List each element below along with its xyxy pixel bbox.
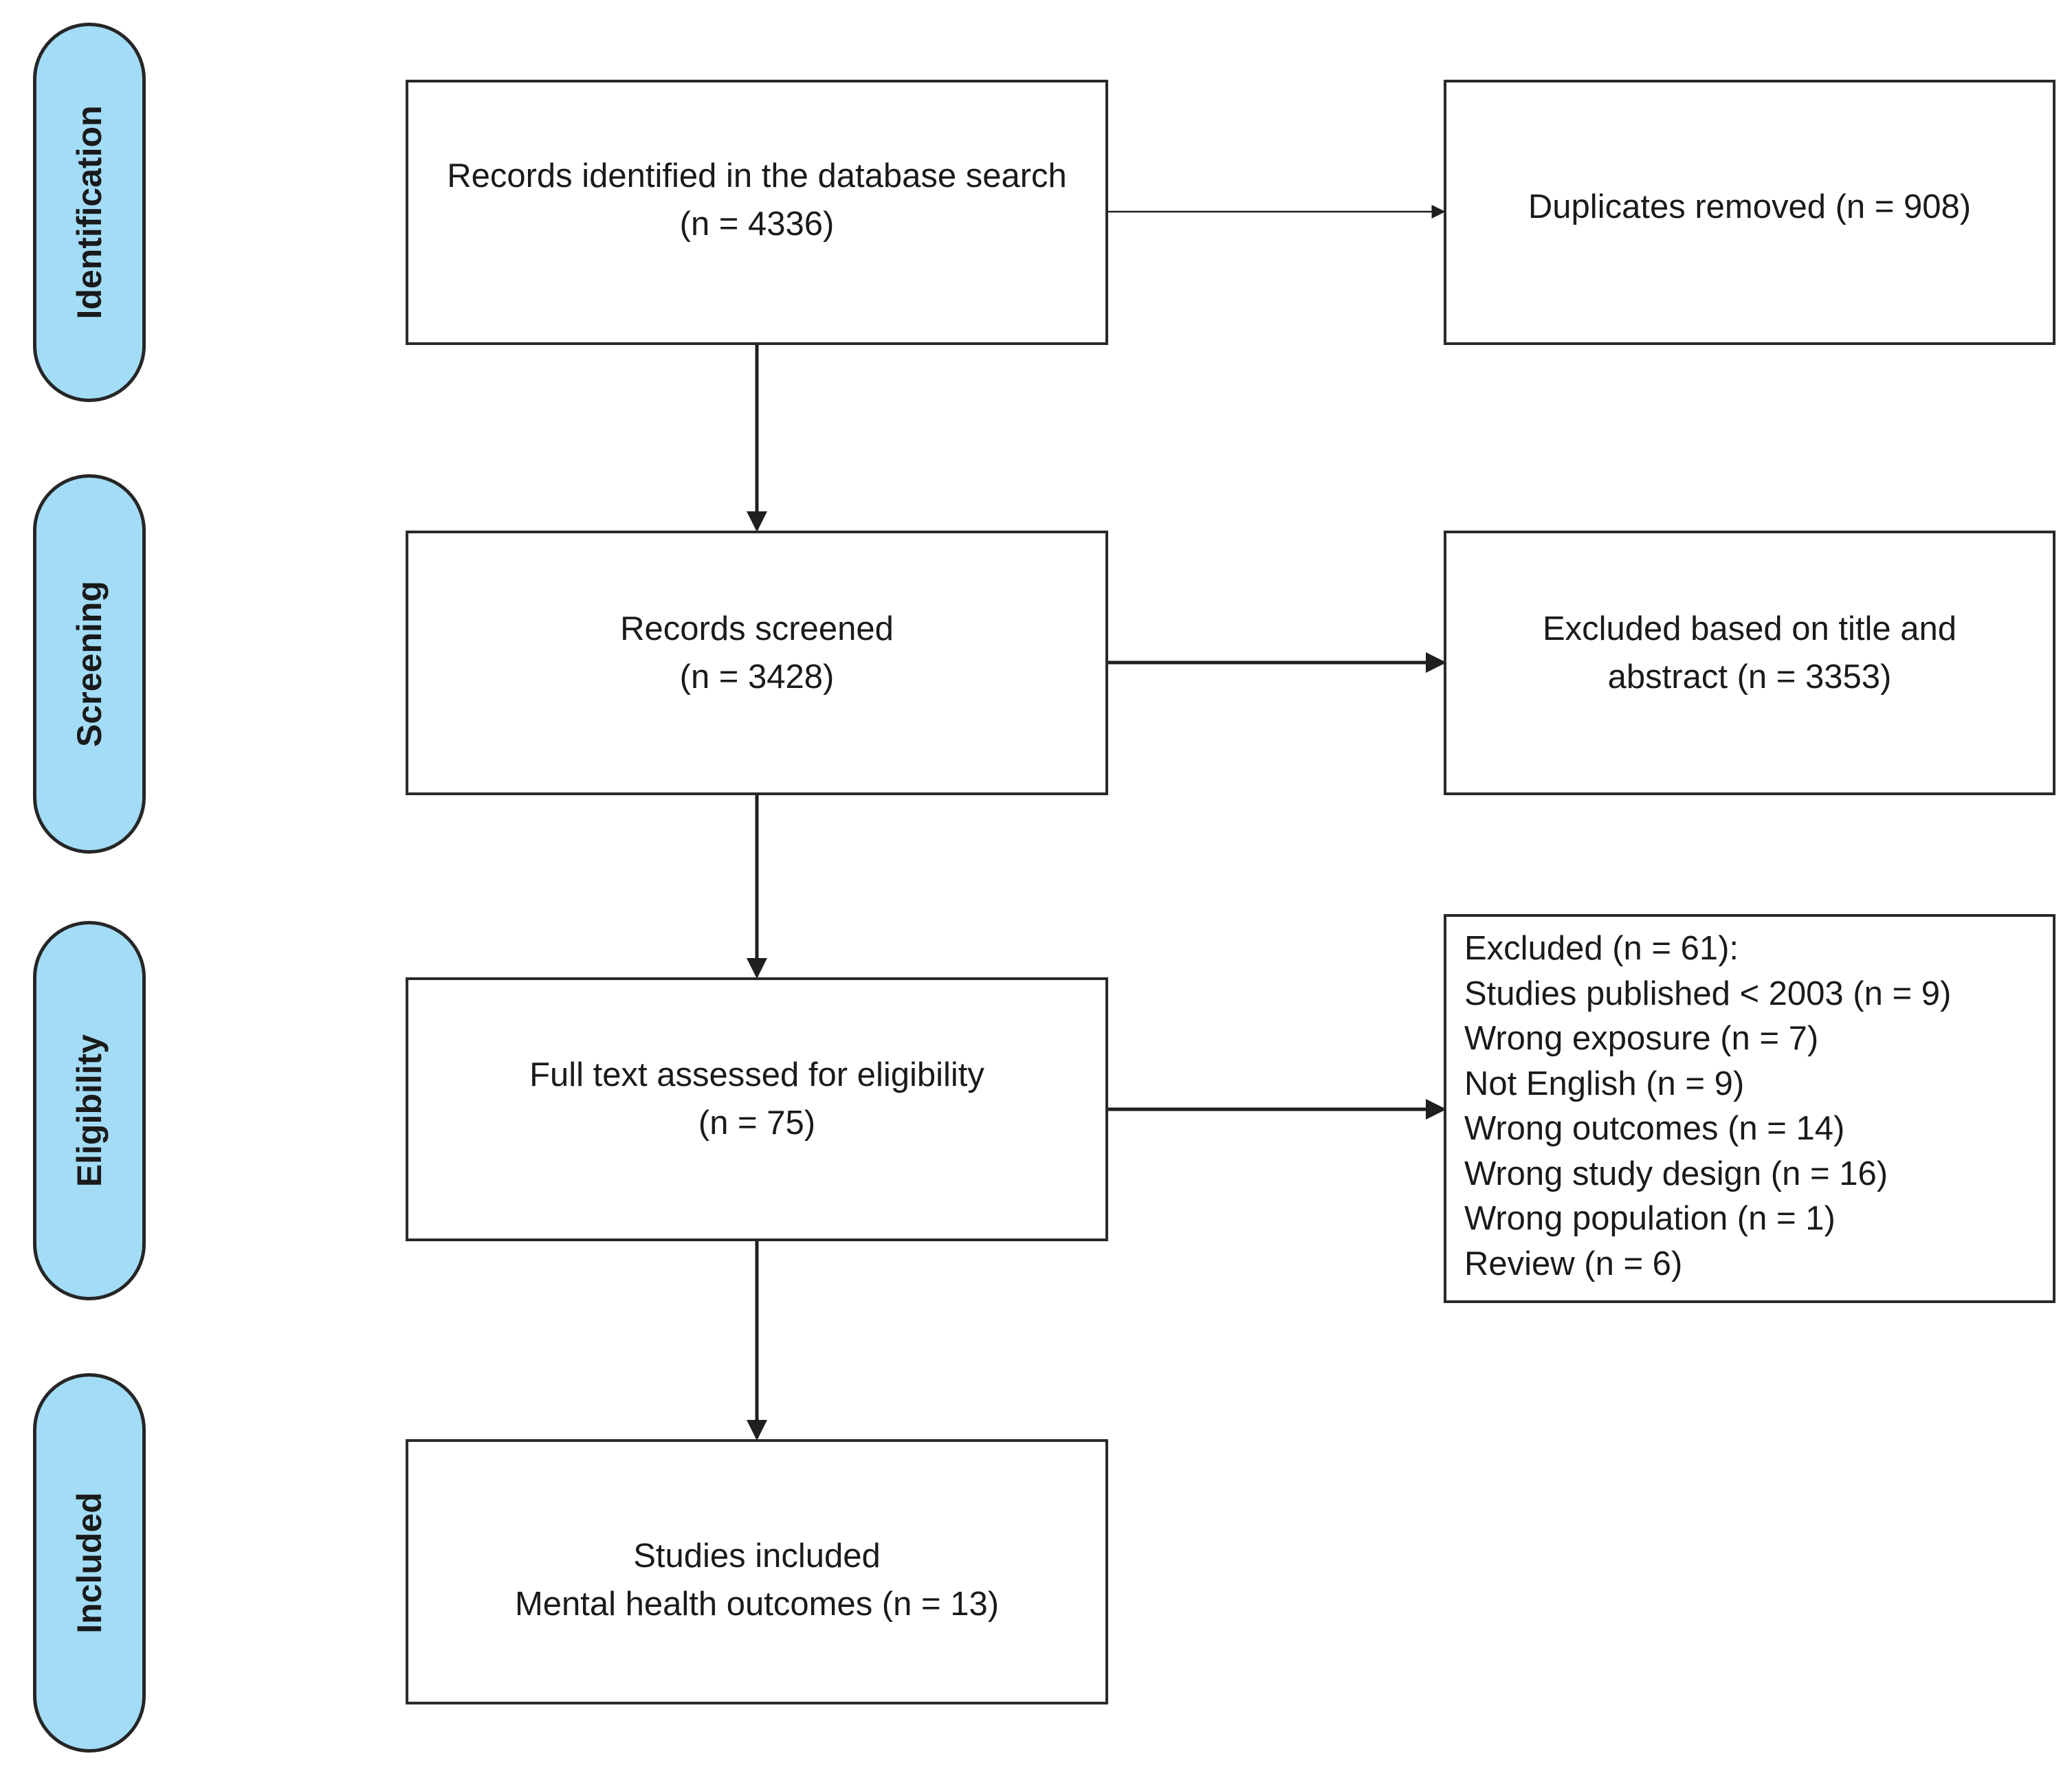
phase-screening: Screening: [33, 474, 146, 854]
studies-included-text: Studies included: [633, 1537, 881, 1575]
records-identified-text: Records identified in the database searc…: [447, 157, 1067, 195]
duplicates-removed-box: Duplicates removed (n = 908): [1444, 80, 2056, 345]
excluded-title-abstract-line-2: abstract (n = 3353): [1607, 658, 1892, 696]
records-identified-box: Records identified in the database searc…: [406, 80, 1108, 345]
full-text-assessed-box: Full text assessed for eligibility (n = …: [406, 977, 1108, 1241]
full-text-assessed-count: (n = 75): [698, 1104, 816, 1142]
excluded-reason-review: Review (n = 6): [1464, 1245, 1683, 1282]
full-text-excluded-box: Excluded (n = 61): Studies published < 2…: [1444, 914, 2056, 1303]
full-text-assessed-text: Full text assessed for eligibility: [529, 1056, 984, 1093]
records-screened-text: Records screened: [620, 610, 894, 647]
excluded-reason-publication-date: Studies published < 2003 (n = 9): [1464, 975, 1952, 1012]
records-screened-box: Records screened (n = 3428): [406, 531, 1108, 795]
excluded-title-abstract-box: Excluded based on title and abstract (n …: [1444, 531, 2056, 795]
phase-label-identification: Identification: [70, 105, 109, 320]
excluded-total: Excluded (n = 61):: [1464, 930, 1739, 967]
phase-label-eligibility: Eligibility: [70, 1034, 109, 1188]
excluded-reason-wrong-exposure: Wrong exposure (n = 7): [1464, 1020, 1819, 1057]
studies-included-count: Mental health outcomes (n = 13): [514, 1586, 1000, 1623]
records-screened-count: (n = 3428): [679, 658, 835, 696]
phase-label-screening: Screening: [70, 581, 109, 747]
phase-included: Included: [33, 1373, 146, 1753]
excluded-reason-not-english: Not English (n = 9): [1464, 1065, 1745, 1102]
phase-label-included: Included: [70, 1492, 109, 1634]
records-identified-count: (n = 4336): [679, 205, 835, 243]
excluded-title-abstract-line-1: Excluded based on title and: [1542, 610, 1957, 647]
studies-included-box: Studies included Mental health outcomes …: [406, 1439, 1108, 1704]
duplicates-removed-text: Duplicates removed (n = 908): [1528, 188, 1972, 225]
phase-eligibility: Eligibility: [33, 921, 146, 1300]
excluded-reason-wrong-outcomes: Wrong outcomes (n = 14): [1464, 1110, 1845, 1147]
phase-identification: Identification: [33, 23, 146, 402]
excluded-reason-wrong-study-design: Wrong study design (n = 16): [1464, 1155, 1888, 1192]
excluded-reason-wrong-population: Wrong population (n = 1): [1464, 1200, 1836, 1237]
